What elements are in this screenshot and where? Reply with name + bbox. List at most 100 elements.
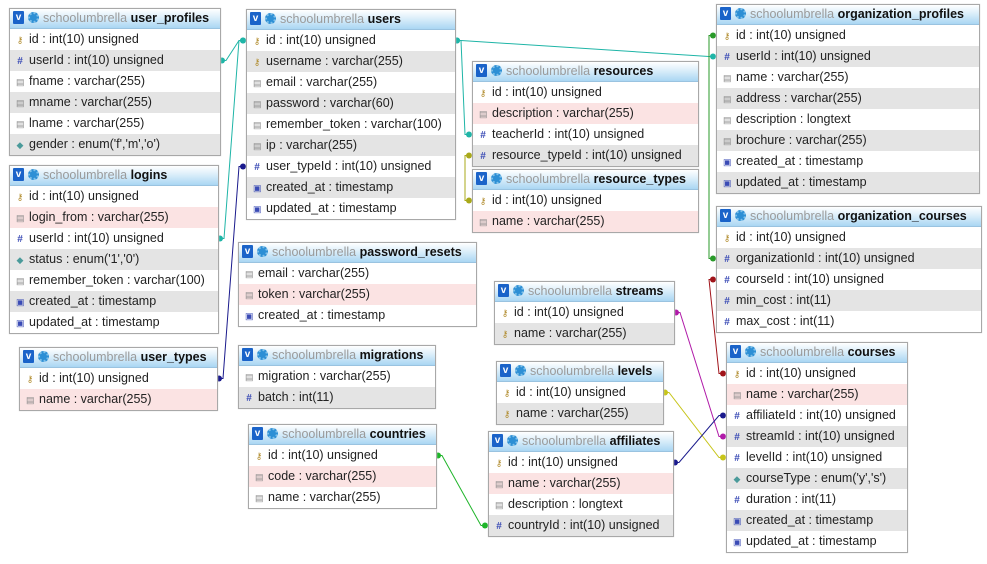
- column-row[interactable]: ⚷id : int(10) unsigned: [727, 363, 907, 384]
- gear-icon[interactable]: [735, 210, 746, 221]
- column-row[interactable]: ⚷id : int(10) unsigned: [10, 29, 220, 50]
- column-row[interactable]: ◆courseType : enum('y','s'): [727, 468, 907, 489]
- column-row[interactable]: ▤lname : varchar(255): [10, 113, 220, 134]
- collapse-toggle-icon[interactable]: v: [13, 11, 24, 24]
- gear-icon[interactable]: [507, 435, 518, 446]
- collapse-toggle-icon[interactable]: v: [492, 434, 503, 447]
- column-row[interactable]: ⚷id : int(10) unsigned: [20, 368, 217, 389]
- column-row[interactable]: ▤ip : varchar(255): [247, 135, 455, 156]
- column-row[interactable]: ⚷id : int(10) unsigned: [497, 382, 663, 403]
- column-row[interactable]: ◆status : enum('1','0'): [10, 249, 218, 270]
- gear-icon[interactable]: [513, 285, 524, 296]
- column-row[interactable]: #duration : int(11): [727, 489, 907, 510]
- gear-icon[interactable]: [28, 169, 39, 180]
- column-row[interactable]: ▤description : longtext: [717, 109, 979, 130]
- column-row[interactable]: #levelId : int(10) unsigned: [727, 447, 907, 468]
- gear-icon[interactable]: [28, 12, 39, 23]
- column-row[interactable]: #user_typeId : int(10) unsigned: [247, 156, 455, 177]
- column-row[interactable]: #courseId : int(10) unsigned: [717, 269, 981, 290]
- gear-icon[interactable]: [257, 246, 268, 257]
- column-row[interactable]: ▤remember_token : varchar(100): [10, 270, 218, 291]
- column-row[interactable]: ◆gender : enum('f','m','o'): [10, 134, 220, 155]
- column-row[interactable]: ▤name : varchar(255): [717, 67, 979, 88]
- column-row[interactable]: ▣created_at : timestamp: [239, 305, 476, 326]
- column-row[interactable]: ▤email : varchar(255): [247, 72, 455, 93]
- column-row[interactable]: ▣created_at : timestamp: [10, 291, 218, 312]
- column-row[interactable]: ▤name : varchar(255): [727, 384, 907, 405]
- column-row[interactable]: ▤migration : varchar(255): [239, 366, 435, 387]
- column-row[interactable]: #streamId : int(10) unsigned: [727, 426, 907, 447]
- column-row[interactable]: ▣updated_at : timestamp: [717, 172, 979, 193]
- column-row[interactable]: ⚷id : int(10) unsigned: [717, 25, 979, 46]
- column-row[interactable]: ▣created_at : timestamp: [247, 177, 455, 198]
- column-row[interactable]: #resource_typeId : int(10) unsigned: [473, 145, 698, 166]
- gear-icon[interactable]: [491, 65, 502, 76]
- column-row[interactable]: ⚷username : varchar(255): [247, 51, 455, 72]
- column-row[interactable]: ▤token : varchar(255): [239, 284, 476, 305]
- collapse-toggle-icon[interactable]: v: [23, 350, 34, 363]
- column-row[interactable]: ▤name : varchar(255): [473, 211, 698, 232]
- column-row[interactable]: ⚷id : int(10) unsigned: [247, 30, 455, 51]
- column-row[interactable]: ⚷id : int(10) unsigned: [10, 186, 218, 207]
- column-row[interactable]: ⚷id : int(10) unsigned: [249, 445, 436, 466]
- collapse-toggle-icon[interactable]: v: [476, 64, 487, 77]
- column-row[interactable]: #max_cost : int(11): [717, 311, 981, 332]
- column-row[interactable]: ▤mname : varchar(255): [10, 92, 220, 113]
- collapse-toggle-icon[interactable]: v: [242, 348, 253, 361]
- column-row[interactable]: ▤email : varchar(255): [239, 263, 476, 284]
- gear-icon[interactable]: [491, 173, 502, 184]
- column-row[interactable]: ▣created_at : timestamp: [717, 151, 979, 172]
- collapse-toggle-icon[interactable]: v: [500, 364, 511, 377]
- collapse-toggle-icon[interactable]: v: [720, 209, 731, 222]
- collapse-toggle-icon[interactable]: v: [476, 172, 487, 185]
- column-row[interactable]: #min_cost : int(11): [717, 290, 981, 311]
- column-row[interactable]: ▤remember_token : varchar(100): [247, 114, 455, 135]
- column-row[interactable]: ⚷id : int(10) unsigned: [495, 302, 674, 323]
- column-row[interactable]: #teacherId : int(10) unsigned: [473, 124, 698, 145]
- column-row[interactable]: ▤name : varchar(255): [489, 473, 673, 494]
- gear-icon[interactable]: [267, 428, 278, 439]
- collapse-toggle-icon[interactable]: v: [498, 284, 509, 297]
- gear-icon[interactable]: [735, 8, 746, 19]
- column-row[interactable]: ▣updated_at : timestamp: [727, 531, 907, 552]
- collapse-toggle-icon[interactable]: v: [13, 168, 24, 181]
- column-row[interactable]: #organizationId : int(10) unsigned: [717, 248, 981, 269]
- column-row[interactable]: #countryId : int(10) unsigned: [489, 515, 673, 536]
- column-row[interactable]: ▤brochure : varchar(255): [717, 130, 979, 151]
- collapse-toggle-icon[interactable]: v: [730, 345, 741, 358]
- column-row[interactable]: ⚷name : varchar(255): [495, 323, 674, 344]
- collapse-toggle-icon[interactable]: v: [250, 12, 261, 25]
- collapse-toggle-icon[interactable]: v: [720, 7, 731, 20]
- column-row[interactable]: ⚷id : int(10) unsigned: [489, 452, 673, 473]
- gear-icon[interactable]: [265, 13, 276, 24]
- column-row[interactable]: ▣updated_at : timestamp: [247, 198, 455, 219]
- column-row[interactable]: ▤address : varchar(255): [717, 88, 979, 109]
- column-row[interactable]: ▤password : varchar(60): [247, 93, 455, 114]
- column-row[interactable]: #batch : int(11): [239, 387, 435, 408]
- gear-icon[interactable]: [515, 365, 526, 376]
- column-row[interactable]: ▤name : varchar(255): [20, 389, 217, 410]
- gear-icon[interactable]: [745, 346, 756, 357]
